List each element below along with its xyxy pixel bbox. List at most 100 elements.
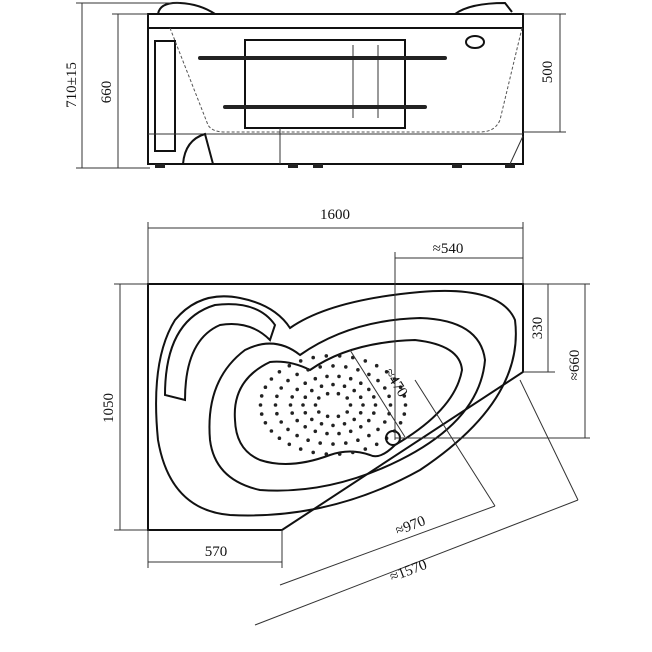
jet-dot [313, 429, 318, 434]
jet-dot [342, 422, 347, 426]
jet-dot [324, 452, 329, 456]
jet-dot [376, 427, 380, 432]
jet-dot [359, 425, 363, 429]
jet-dot [358, 411, 363, 415]
jet-dot [372, 395, 376, 399]
jet-dot [398, 421, 403, 425]
dim-diagonal: ≈1570 [388, 557, 429, 586]
window-frame [244, 39, 406, 129]
jet-dot [310, 388, 314, 393]
jet-dot [319, 422, 324, 426]
jet-dot [376, 378, 380, 383]
jet-dot [361, 403, 365, 407]
jet-dot [337, 374, 341, 379]
jet-dot [348, 403, 353, 407]
dim-right-short: 330 [530, 317, 546, 340]
side-view: 710±15 660 500 [64, 1, 566, 169]
jet-dot [318, 365, 323, 369]
dim-right-offset: ≈540 [433, 241, 464, 257]
top-view: 1600 ≈540 330 ≈660 1050 ≈470 ≈970 570 ≈1… [101, 207, 590, 626]
dim-inner-length: ≈970 [393, 513, 427, 539]
jet-dot [331, 382, 335, 387]
jet-dot [287, 363, 292, 368]
jet-dot [311, 355, 316, 360]
seat-headrest [163, 303, 277, 402]
jet-dot [387, 394, 391, 399]
jet-dot [298, 359, 303, 363]
jet-dot [367, 372, 371, 377]
jet-dot [356, 438, 360, 443]
jet-dot [374, 442, 379, 447]
jet-dot [325, 391, 330, 396]
jet-dot [402, 412, 407, 416]
jet-dot [336, 414, 341, 419]
jet-dot [345, 396, 350, 400]
jet-dot [317, 396, 321, 400]
jet-dot [279, 386, 284, 390]
jet-dot [348, 429, 353, 434]
jet-dot [263, 385, 268, 390]
jet-dot [303, 381, 308, 386]
jet-dot [303, 395, 308, 400]
jet-dot [384, 370, 389, 374]
jet-dot [298, 447, 303, 451]
jet-dot [295, 372, 299, 377]
massage-jets [258, 354, 408, 456]
top-outline [147, 283, 524, 531]
jet-dot [313, 403, 318, 407]
jet-dot [348, 376, 353, 381]
jet-dot [259, 412, 264, 416]
dim-depth: 500 [540, 61, 556, 84]
jet-dot [269, 377, 274, 381]
dim-width: 1050 [101, 393, 117, 423]
jet-dot [345, 410, 350, 414]
jet-dot [269, 429, 274, 433]
side-body [147, 13, 524, 165]
jet-dot [287, 442, 292, 447]
jet-dot [331, 442, 335, 446]
jet-dot [367, 433, 371, 438]
tub-rim [155, 289, 517, 517]
jet-dot [363, 359, 368, 363]
jet-dot [279, 420, 284, 424]
jet-dot [290, 395, 295, 399]
jet-dot [277, 436, 282, 441]
jet-dot [317, 410, 321, 414]
jet-dot [337, 354, 342, 358]
jet-dot [403, 403, 408, 407]
jet-dot [295, 433, 299, 438]
jet-dot [352, 388, 357, 393]
jet-dot [301, 403, 305, 407]
jet-dot [402, 394, 407, 398]
jet-dot [288, 403, 293, 407]
jet-dot [258, 403, 263, 407]
jet-dot [311, 450, 316, 455]
jet-dot [363, 447, 368, 451]
jet-dot [325, 374, 329, 379]
dim-length: 1600 [320, 207, 350, 223]
jet-dot [273, 403, 278, 407]
jet-dot [318, 441, 323, 445]
dim-body-height: 660 [99, 81, 115, 104]
jet-dot [352, 417, 357, 422]
jet-dot [358, 395, 363, 400]
jet-dot [342, 384, 347, 389]
jet-dot [388, 403, 393, 407]
jet-dot [398, 385, 403, 390]
overflow-drain-icon [465, 35, 485, 49]
tub-basin-outer [208, 316, 487, 492]
jet-dot [319, 384, 324, 389]
jet-dot [367, 418, 371, 423]
jet-dot [286, 378, 290, 383]
jet-dot [356, 368, 360, 372]
jet-dot [383, 386, 387, 390]
dim-left-bottom: 570 [205, 544, 228, 560]
jet-dot [359, 381, 363, 386]
dim-right-long: ≈660 [567, 350, 583, 381]
jet-dot [295, 418, 300, 423]
jet-dot [306, 368, 310, 372]
side-panel [154, 40, 176, 152]
jet-dot [303, 411, 308, 415]
